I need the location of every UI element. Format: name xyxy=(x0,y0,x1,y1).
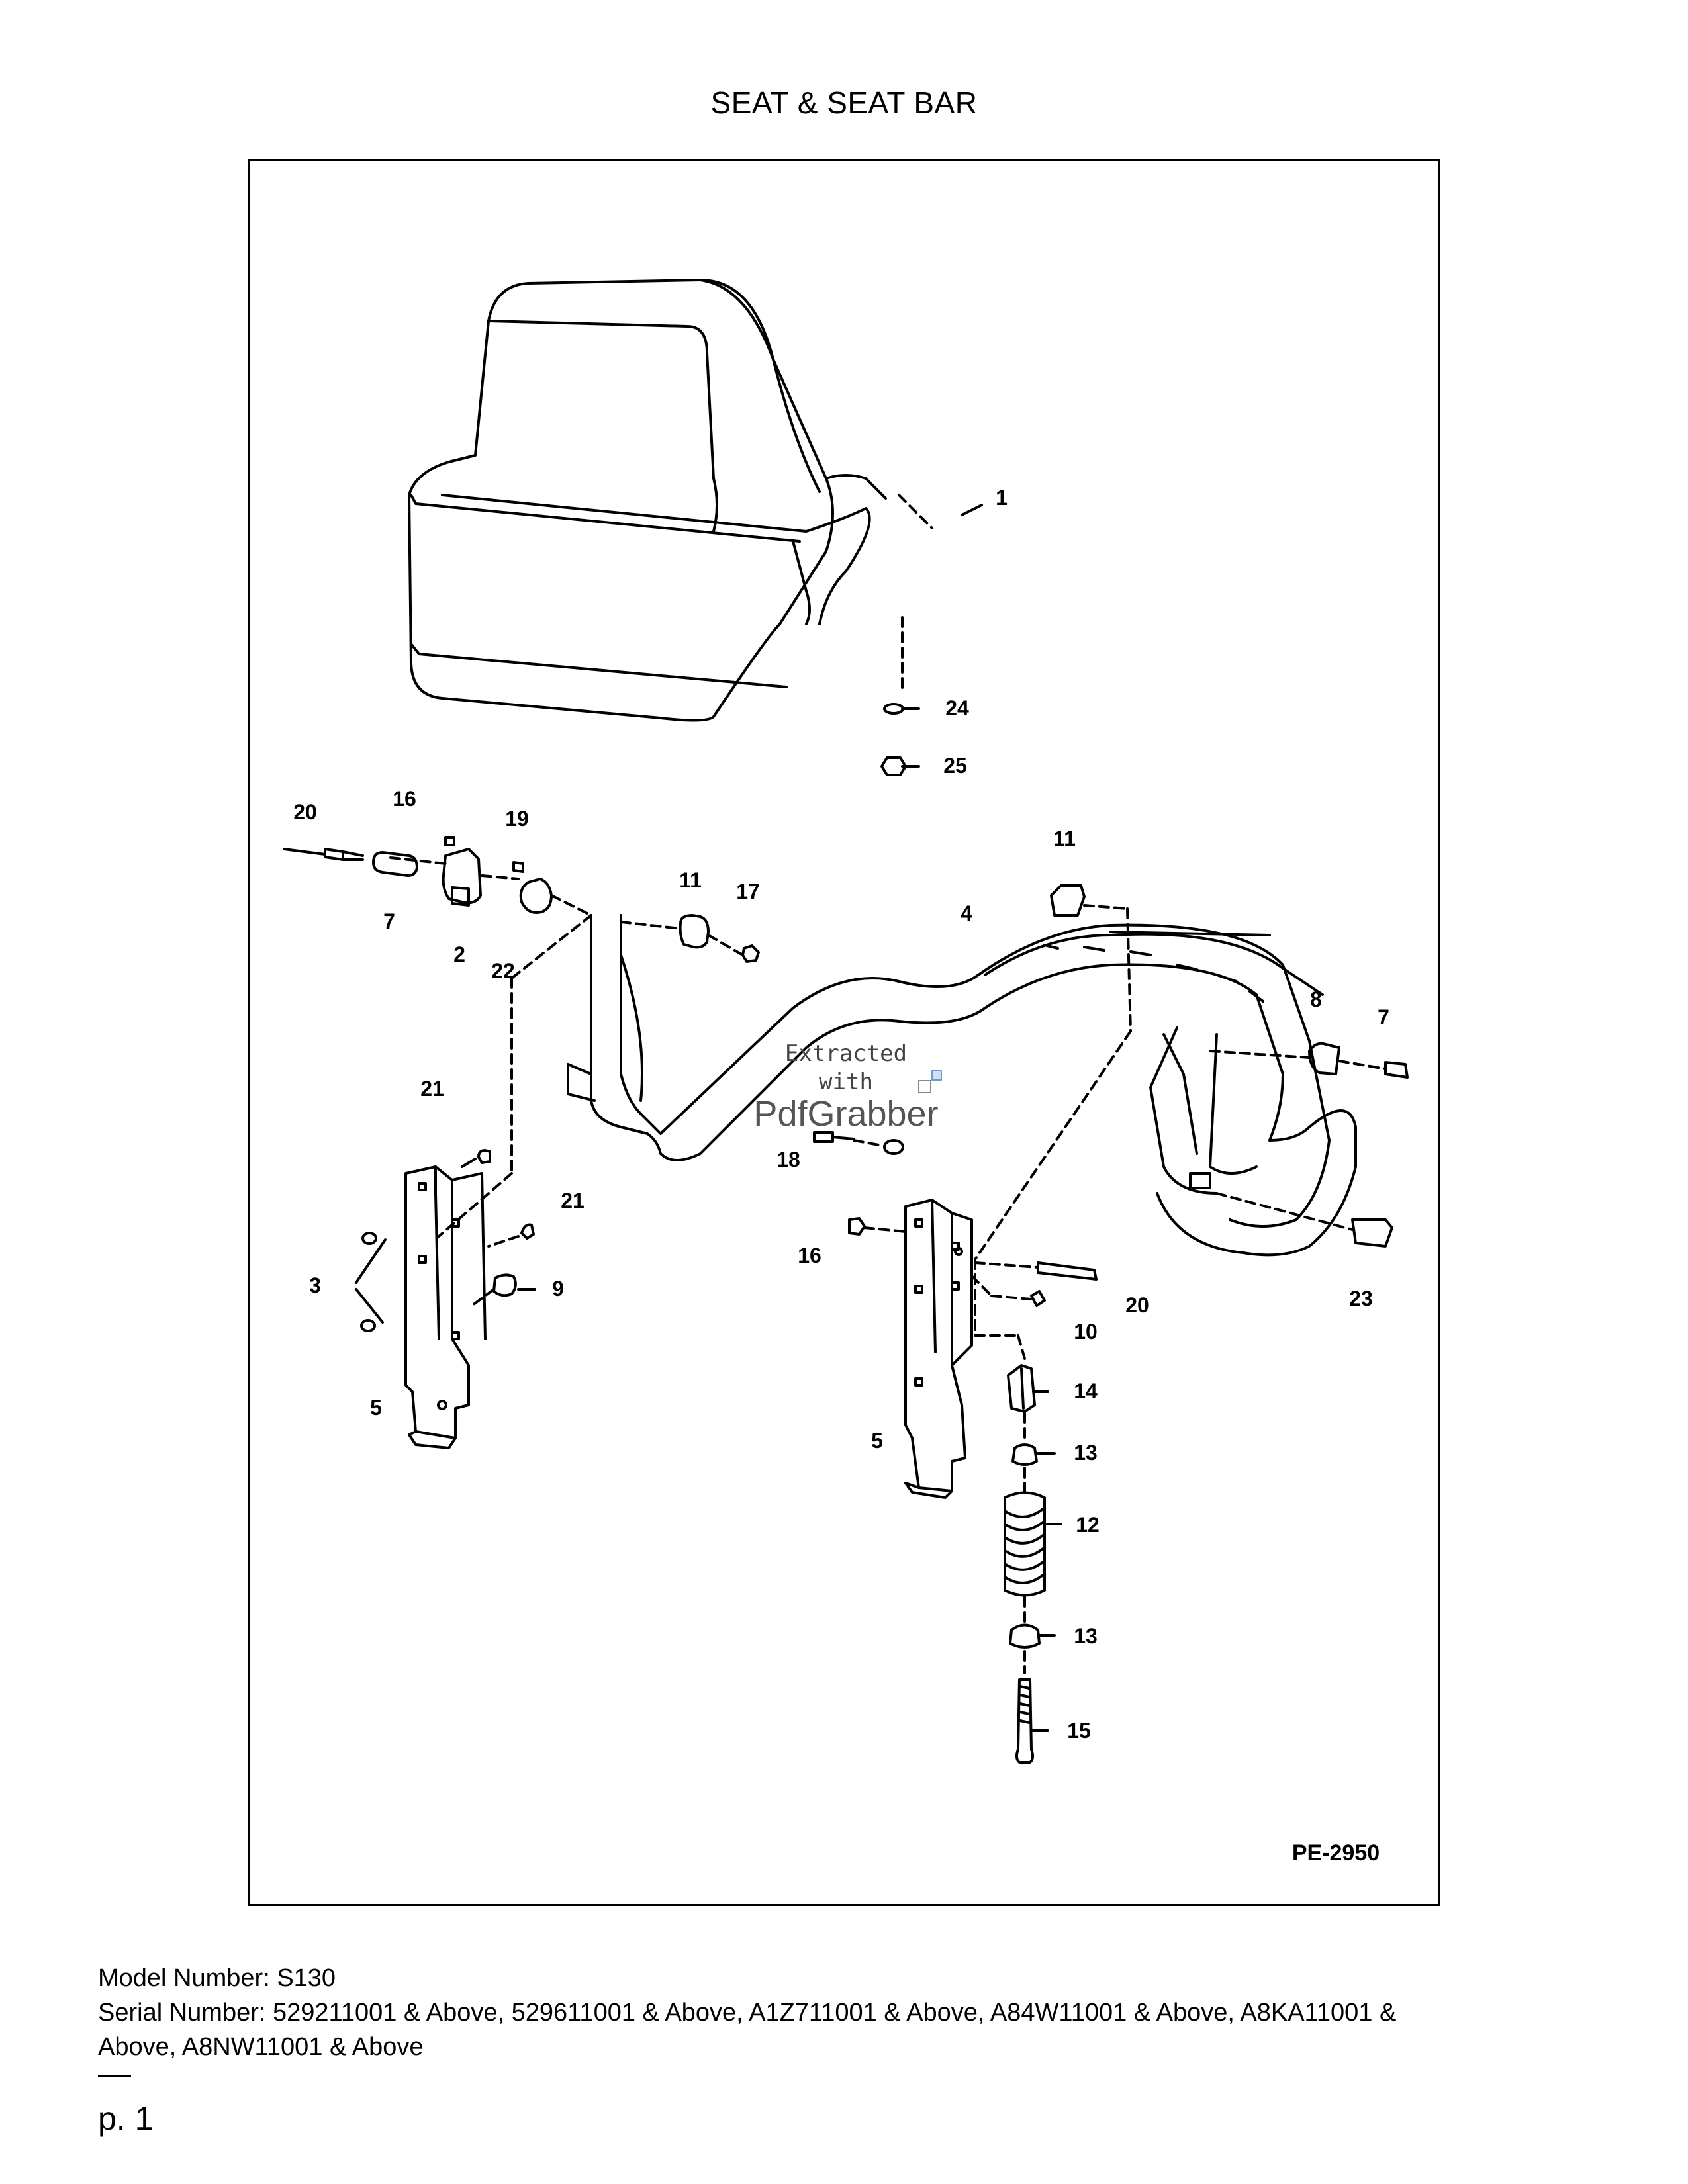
callout-1: 1 xyxy=(996,486,1008,510)
diagram-code: PE-2950 xyxy=(1292,1841,1380,1866)
callout-21-a: 21 xyxy=(420,1077,444,1101)
parts-diagram-frame: 1 2 3 4 5 5 7 7 8 9 10 11 11 12 13 13 14… xyxy=(248,159,1440,1906)
washer-3-b xyxy=(360,1319,376,1332)
washer-24 xyxy=(883,703,904,715)
callout-10: 10 xyxy=(1074,1320,1098,1343)
rod-15 xyxy=(1015,1678,1035,1764)
callout-20-right: 20 xyxy=(1125,1293,1149,1317)
callout-5-left: 5 xyxy=(370,1396,382,1420)
pin-10 xyxy=(1030,1290,1046,1307)
bushing-7-right xyxy=(1384,1061,1409,1079)
callout-9: 9 xyxy=(552,1277,564,1300)
callout-24: 24 xyxy=(945,696,969,720)
pivot-2 xyxy=(442,848,482,905)
washer-3-a xyxy=(361,1232,377,1245)
model-number: Model Number: S130 xyxy=(98,1964,336,1992)
callout-18: 18 xyxy=(776,1148,800,1171)
nut-25 xyxy=(880,756,907,776)
callout-19: 19 xyxy=(505,807,529,831)
callout-2: 2 xyxy=(453,942,465,966)
page-number: p. 1 xyxy=(98,2100,154,2137)
callout-13-a: 13 xyxy=(1074,1441,1098,1465)
nut-17 xyxy=(741,944,760,963)
pin-18 xyxy=(831,1136,855,1140)
callout-11-right: 11 xyxy=(1053,827,1076,850)
bushing-7-left xyxy=(372,851,418,877)
callout-22: 22 xyxy=(491,959,515,983)
callout-15: 15 xyxy=(1067,1719,1091,1743)
nut-16-left xyxy=(444,836,455,846)
bolt-20-right xyxy=(1037,1261,1098,1281)
seat-bar-bracket xyxy=(1189,1172,1211,1189)
callout-20-left: 20 xyxy=(293,800,317,824)
callout-4: 4 xyxy=(961,901,972,925)
seat-bar-part xyxy=(567,914,1357,1257)
page-divider xyxy=(98,2075,131,2077)
seat-bar-exploded-diagram: 1 2 3 4 5 5 7 7 8 9 10 11 11 12 13 13 14… xyxy=(283,279,1409,1866)
seat-part xyxy=(408,279,887,722)
pdfgrabber-watermark: Extracted with PdfGrabber xyxy=(753,1040,938,1134)
washer-13-a xyxy=(1011,1443,1038,1466)
watermark-line1: Extracted xyxy=(785,1040,907,1067)
serial-number-line-2: Above, A8NW11001 & Above xyxy=(98,2033,424,2061)
page-title: SEAT & SEAT BAR xyxy=(710,85,978,120)
bushing-11-right xyxy=(1050,884,1086,917)
watermark-line2: with xyxy=(819,1069,873,1095)
seat-leader xyxy=(898,494,933,529)
callout-7-right: 7 xyxy=(1378,1005,1389,1029)
callout-25: 25 xyxy=(943,754,967,778)
mount-bracket-left xyxy=(404,1165,487,1449)
callout-12: 12 xyxy=(1076,1513,1100,1537)
callout-21-b: 21 xyxy=(561,1189,585,1212)
washer-13-b xyxy=(1009,1623,1041,1649)
callout-14: 14 xyxy=(1074,1379,1098,1403)
callout-17: 17 xyxy=(736,880,760,903)
bracket-23 xyxy=(1351,1218,1393,1248)
bolt-21-b xyxy=(520,1223,535,1240)
callout-13-b: 13 xyxy=(1074,1624,1098,1648)
callout-8: 8 xyxy=(1310,987,1322,1011)
callout-16-left: 16 xyxy=(393,787,416,811)
callout-7-left: 7 xyxy=(383,909,395,933)
spring-12 xyxy=(1004,1491,1046,1597)
callout-5-right: 5 xyxy=(871,1429,883,1453)
nut-9 xyxy=(492,1273,517,1297)
callout-16-right: 16 xyxy=(798,1244,821,1267)
washer-6 xyxy=(883,1139,904,1155)
screw-19 xyxy=(512,861,524,873)
watermark-icon xyxy=(918,1070,942,1093)
mount-bracket-right xyxy=(904,1199,973,1499)
callout-3: 3 xyxy=(309,1273,321,1297)
footer-metadata: Model Number: S130 Serial Number: 529211… xyxy=(98,1961,1587,2064)
bolt-20-left xyxy=(283,848,326,856)
callout-23: 23 xyxy=(1349,1287,1373,1310)
serial-number-line-1: Serial Number: 529211001 & Above, 529611… xyxy=(98,1999,1397,2026)
nut-16-right xyxy=(848,1217,866,1236)
bolt-21-a xyxy=(477,1149,491,1164)
bushing-22 xyxy=(519,878,553,914)
clevis-14 xyxy=(1007,1364,1036,1413)
callout-11-left: 11 xyxy=(679,868,702,892)
bushing-11-left xyxy=(679,914,710,949)
watermark-line3: PdfGrabber xyxy=(753,1094,938,1134)
bushing-8 xyxy=(1308,1042,1340,1075)
